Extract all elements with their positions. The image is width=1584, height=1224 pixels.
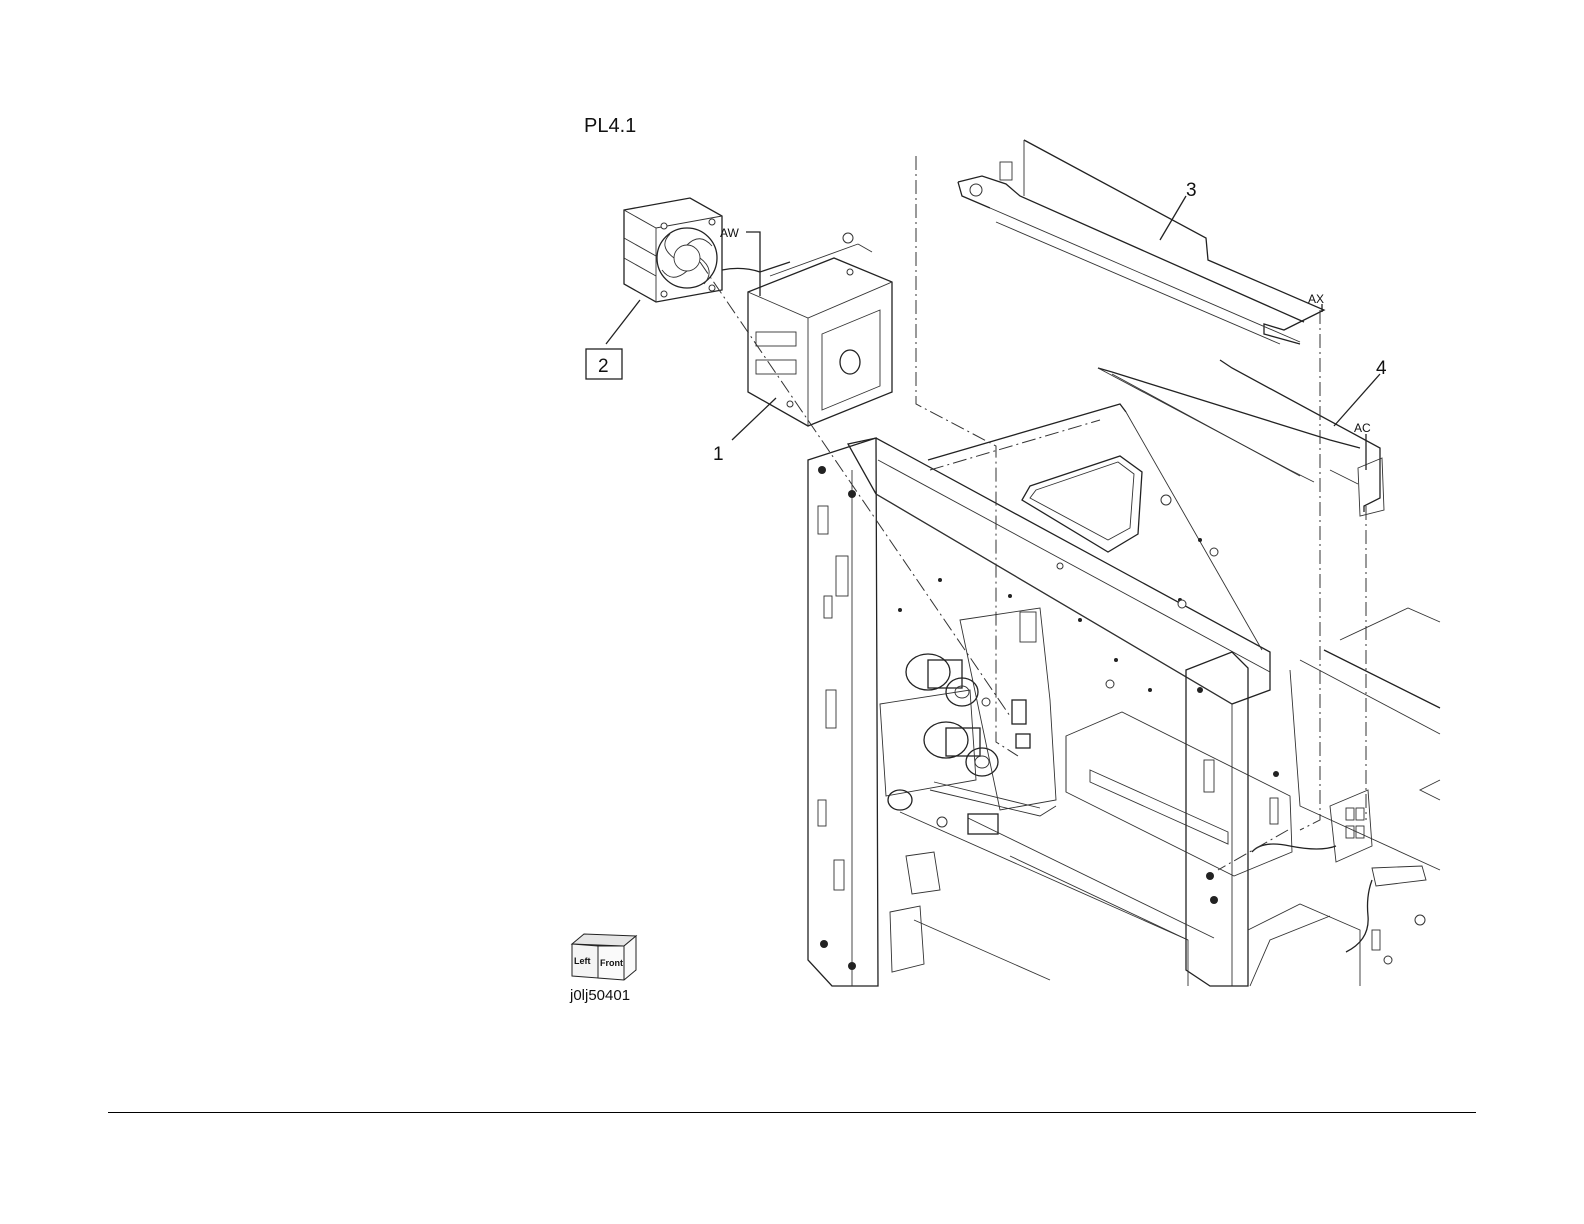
fan-part bbox=[624, 198, 722, 302]
orientation-cube-icon: Left Front bbox=[572, 934, 636, 980]
top-plate-part bbox=[958, 140, 1324, 344]
figure-id: j0lj50401 bbox=[569, 987, 630, 1004]
footer-divider bbox=[108, 1112, 1476, 1113]
connector-ax: AX bbox=[1308, 292, 1324, 306]
cube-front-label: Front bbox=[600, 958, 623, 968]
callout-4: 4 bbox=[1376, 358, 1387, 379]
cube-left-label: Left bbox=[574, 956, 591, 966]
callout-1: 1 bbox=[713, 444, 724, 465]
fan-duct-part bbox=[722, 233, 892, 426]
callout-2: 2 bbox=[598, 356, 609, 377]
connector-ac: AC bbox=[1354, 421, 1371, 435]
connector-aw: AW bbox=[720, 226, 740, 240]
plate-title: PL4.1 bbox=[584, 115, 636, 137]
callout-3: 3 bbox=[1186, 180, 1197, 201]
alignment-lines bbox=[700, 156, 1366, 870]
main-frame bbox=[808, 404, 1440, 986]
